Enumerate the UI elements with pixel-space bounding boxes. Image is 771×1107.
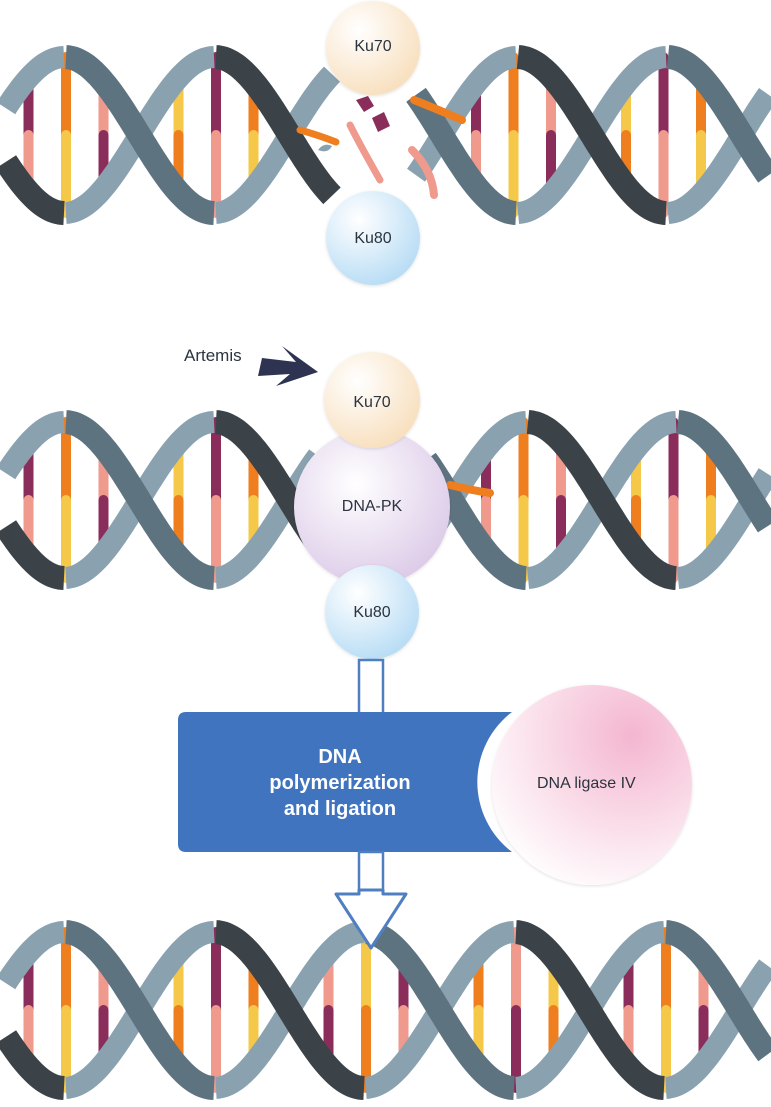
ku80-label-stage2: Ku80 xyxy=(353,604,391,621)
ku70-label-stage2: Ku70 xyxy=(353,394,391,411)
dna-repaired-strand xyxy=(0,920,771,1100)
ku80-protein-stage1 xyxy=(326,191,420,285)
process-title: DNA polymerization and ligation xyxy=(200,744,480,822)
ku70-protein-stage2 xyxy=(324,352,420,448)
dna-ligase-iv-protein xyxy=(492,685,692,885)
dna-segment-row2-left xyxy=(0,410,328,590)
broken-dna-fragments xyxy=(296,94,467,199)
ku80-protein-stage2 xyxy=(325,565,419,659)
flow-arrow-shaft xyxy=(357,658,385,722)
process-line-1: DNA xyxy=(318,746,362,768)
artemis-pointer-icon xyxy=(258,346,318,386)
hollow-down-arrow-icon xyxy=(334,850,408,950)
dna-pk-label: DNA-PK xyxy=(341,498,403,515)
process-box xyxy=(178,712,512,852)
dna-segment-row1-left xyxy=(0,45,341,225)
dna-ligase-iv-label: DNA ligase IV xyxy=(537,775,636,792)
dna-segment-row2-right xyxy=(416,410,771,590)
ku70-protein-stage1 xyxy=(326,1,420,95)
process-line-3: and ligation xyxy=(283,798,397,820)
ku70-label-stage1: Ku70 xyxy=(354,38,392,55)
dna-pk-protein xyxy=(294,429,450,585)
dna-segment-row1-right xyxy=(406,45,771,225)
process-line-2: polymerization xyxy=(269,772,411,794)
artemis-label: Artemis xyxy=(184,346,242,365)
ku80-label-stage1: Ku80 xyxy=(354,230,392,247)
